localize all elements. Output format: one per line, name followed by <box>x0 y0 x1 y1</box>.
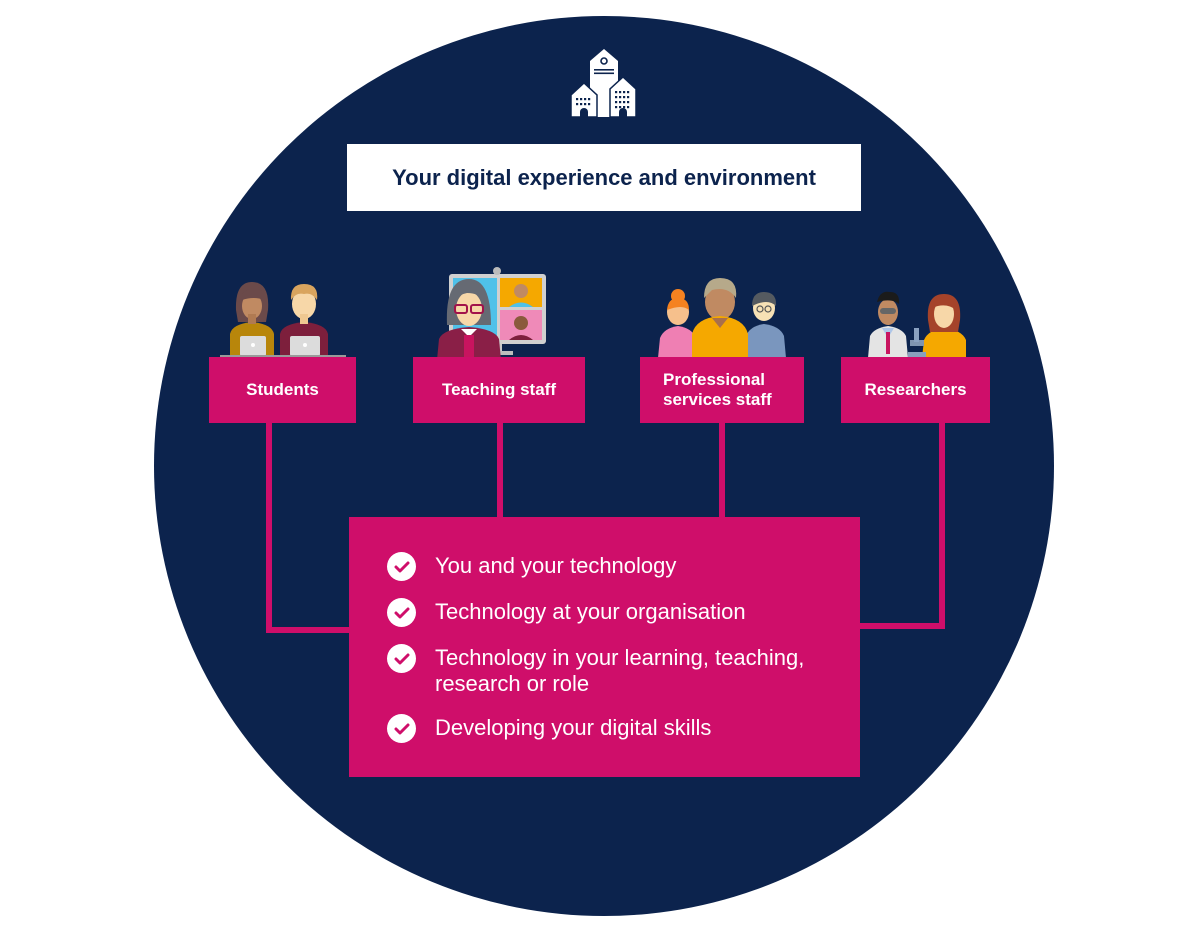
connector-researchers <box>939 423 945 629</box>
check-circle-icon <box>387 644 416 673</box>
connector-teaching <box>497 423 503 519</box>
check-circle-icon <box>387 714 416 743</box>
topic-item: Technology in your learning, teaching, r… <box>387 644 830 697</box>
topic-text: Technology in your learning, teaching, r… <box>435 645 805 696</box>
group-label: Researchers <box>864 380 967 399</box>
group-students: Students <box>209 357 356 423</box>
connector-researchers-horizontal <box>859 623 945 629</box>
group-label-line2: services staff <box>663 390 772 409</box>
professional-services-illustration <box>658 278 786 358</box>
researchers-illustration <box>868 291 966 358</box>
check-circle-icon <box>387 552 416 581</box>
check-circle-icon <box>387 598 416 627</box>
students-illustration <box>220 282 346 358</box>
group-professional-services-staff: Professional services staff <box>640 357 804 423</box>
group-teaching-staff: Teaching staff <box>413 357 585 423</box>
connector-students-horizontal <box>266 627 350 633</box>
group-label: Teaching staff <box>442 380 556 399</box>
topic-item: Developing your digital skills <box>387 714 830 743</box>
topic-item: You and your technology <box>387 552 830 581</box>
group-label-line1: Professional <box>663 370 766 389</box>
connector-professional <box>719 423 725 519</box>
topic-text: Technology at your organisation <box>435 599 746 624</box>
topic-text: You and your technology <box>435 553 677 578</box>
teaching-staff-illustration <box>437 267 546 360</box>
topics-box: You and your technology Technology at yo… <box>349 517 860 777</box>
page-title: Your digital experience and environment <box>347 144 861 211</box>
organisation-buildings-icon <box>570 49 637 118</box>
group-label: Students <box>246 380 319 399</box>
topic-text: Developing your digital skills <box>435 715 712 740</box>
group-researchers: Researchers <box>841 357 990 423</box>
topic-item: Technology at your organisation <box>387 598 830 627</box>
connector-students <box>266 423 272 633</box>
